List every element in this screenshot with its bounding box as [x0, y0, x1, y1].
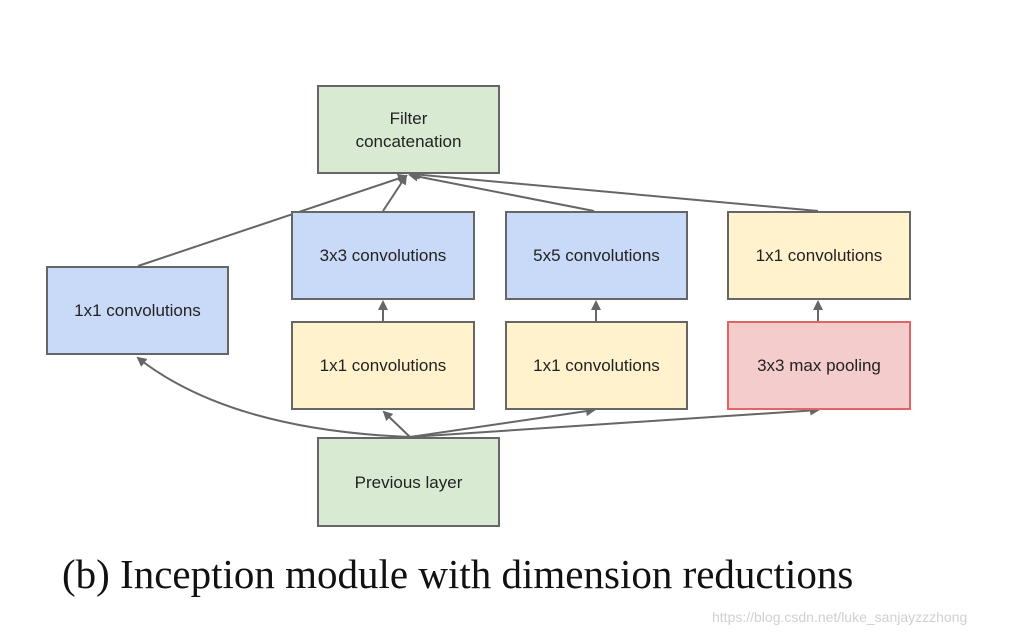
edge-prev-to-reduce-3x3 [382, 410, 411, 438]
edge-conv3x3-to-concat [382, 174, 408, 212]
conv-5x5-label: 5x5 convolutions [533, 246, 660, 265]
watermark-url: https://blog.csdn.net/luke_sanjayzzzhong [712, 609, 968, 625]
conv-3x3-label: 3x3 convolutions [319, 246, 447, 265]
figure-caption: (b) Inception module with dimension redu… [62, 551, 854, 597]
edge-prev-to-maxpool [409, 405, 820, 438]
conv-1x1-pool-projection-node: 1x1 convolutions [727, 211, 911, 300]
max-pooling-3x3-node: 3x3 max pooling [727, 321, 911, 410]
conv-1x1-reduce-3x3-node: 1x1 convolutions [291, 321, 475, 410]
conv-1x1-pool-projection-label: 1x1 convolutions [755, 246, 883, 265]
edge-prev-to-conv1x1-left [136, 356, 411, 438]
edge-prev-to-reduce-5x5 [409, 406, 596, 438]
conv-1x1-reduce-5x5-label: 1x1 convolutions [533, 356, 660, 375]
previous-layer-node: Previous layer [317, 437, 500, 527]
max-pooling-3x3-label: 3x3 max pooling [757, 356, 881, 375]
conv-1x1-left-label: 1x1 convolutions [74, 301, 201, 320]
edge-conv1x1-left-to-concat [137, 173, 408, 267]
conv-3x3-node: 3x3 convolutions [291, 211, 475, 300]
conv-1x1-reduce-5x5-node: 1x1 convolutions [505, 321, 688, 410]
conv-1x1-left-node: 1x1 convolutions [46, 266, 229, 355]
filter-concatenation-label: Filter concatenation [355, 108, 462, 151]
conv-5x5-node: 5x5 convolutions [505, 211, 688, 300]
previous-layer-label: Previous layer [354, 472, 463, 492]
filter-concatenation-node: Filter concatenation [317, 85, 500, 174]
conv-1x1-reduce-3x3-label: 1x1 convolutions [319, 356, 447, 375]
edge-pool-proj-to-concat [410, 169, 819, 212]
edge-conv5x5-to-concat [408, 171, 595, 212]
